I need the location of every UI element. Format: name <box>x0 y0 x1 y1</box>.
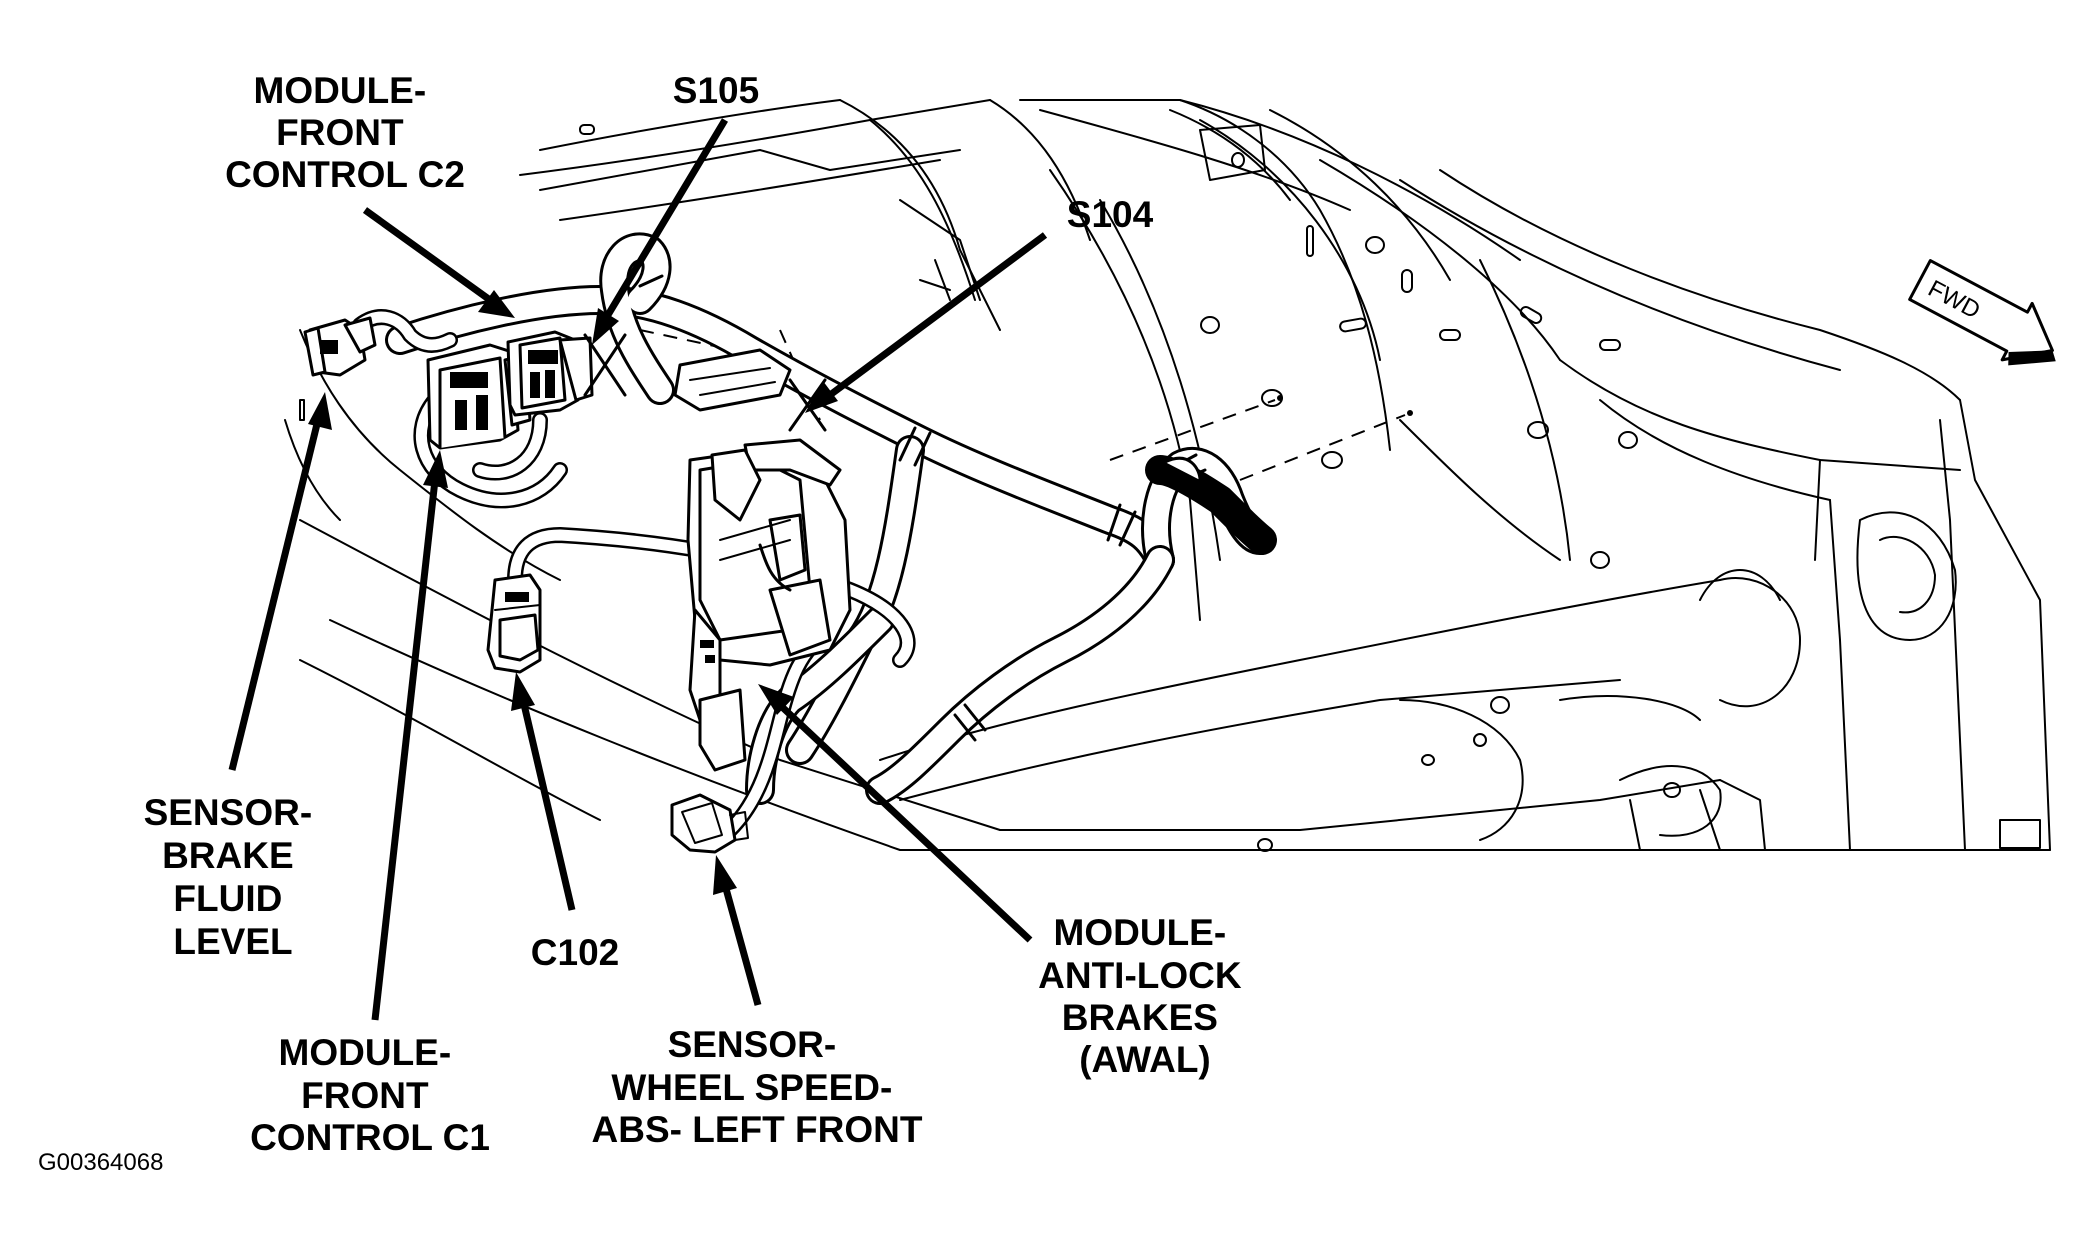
fcm-c2-connector <box>506 330 594 417</box>
fcm-wire-loop <box>413 392 568 509</box>
label-brake-fluid-sensor: SENSOR- BRAKE FLUID LEVEL <box>144 792 323 962</box>
c102-connector <box>486 573 542 674</box>
label-c102: C102 <box>531 932 619 973</box>
label-wheel-speed-sensor: SENSOR- WHEEL SPEED- ABS- LEFT FRONT <box>592 1024 923 1150</box>
component-labels: MODULE- FRONT CONTROL C2 S105 S104 SENSO… <box>38 70 1252 1176</box>
harness-tube-right <box>1145 455 1277 555</box>
fwd-direction-marker: FWD <box>1908 259 2056 366</box>
vehicle-body-linework <box>284 99 2051 852</box>
brake-fluid-sensor-connector <box>303 316 377 377</box>
label-fcm-c1: MODULE- FRONT CONTROL C1 <box>250 1032 490 1158</box>
wheel-speed-connector <box>670 793 749 854</box>
label-abs-module: MODULE- ANTI-LOCK BRAKES (AWAL) <box>1038 912 1252 1080</box>
figure-id: G00364068 <box>38 1149 163 1176</box>
abs-module <box>686 438 852 772</box>
label-fcm-c2: MODULE- FRONT CONTROL C2 <box>225 70 465 195</box>
label-s105: S105 <box>673 70 759 111</box>
leader-arrows <box>228 118 1048 1021</box>
splice-marks <box>583 333 827 432</box>
label-s104: S104 <box>1067 194 1154 235</box>
harness-connector-block <box>673 348 792 412</box>
brake-fluid-sensor-wire <box>352 309 458 353</box>
